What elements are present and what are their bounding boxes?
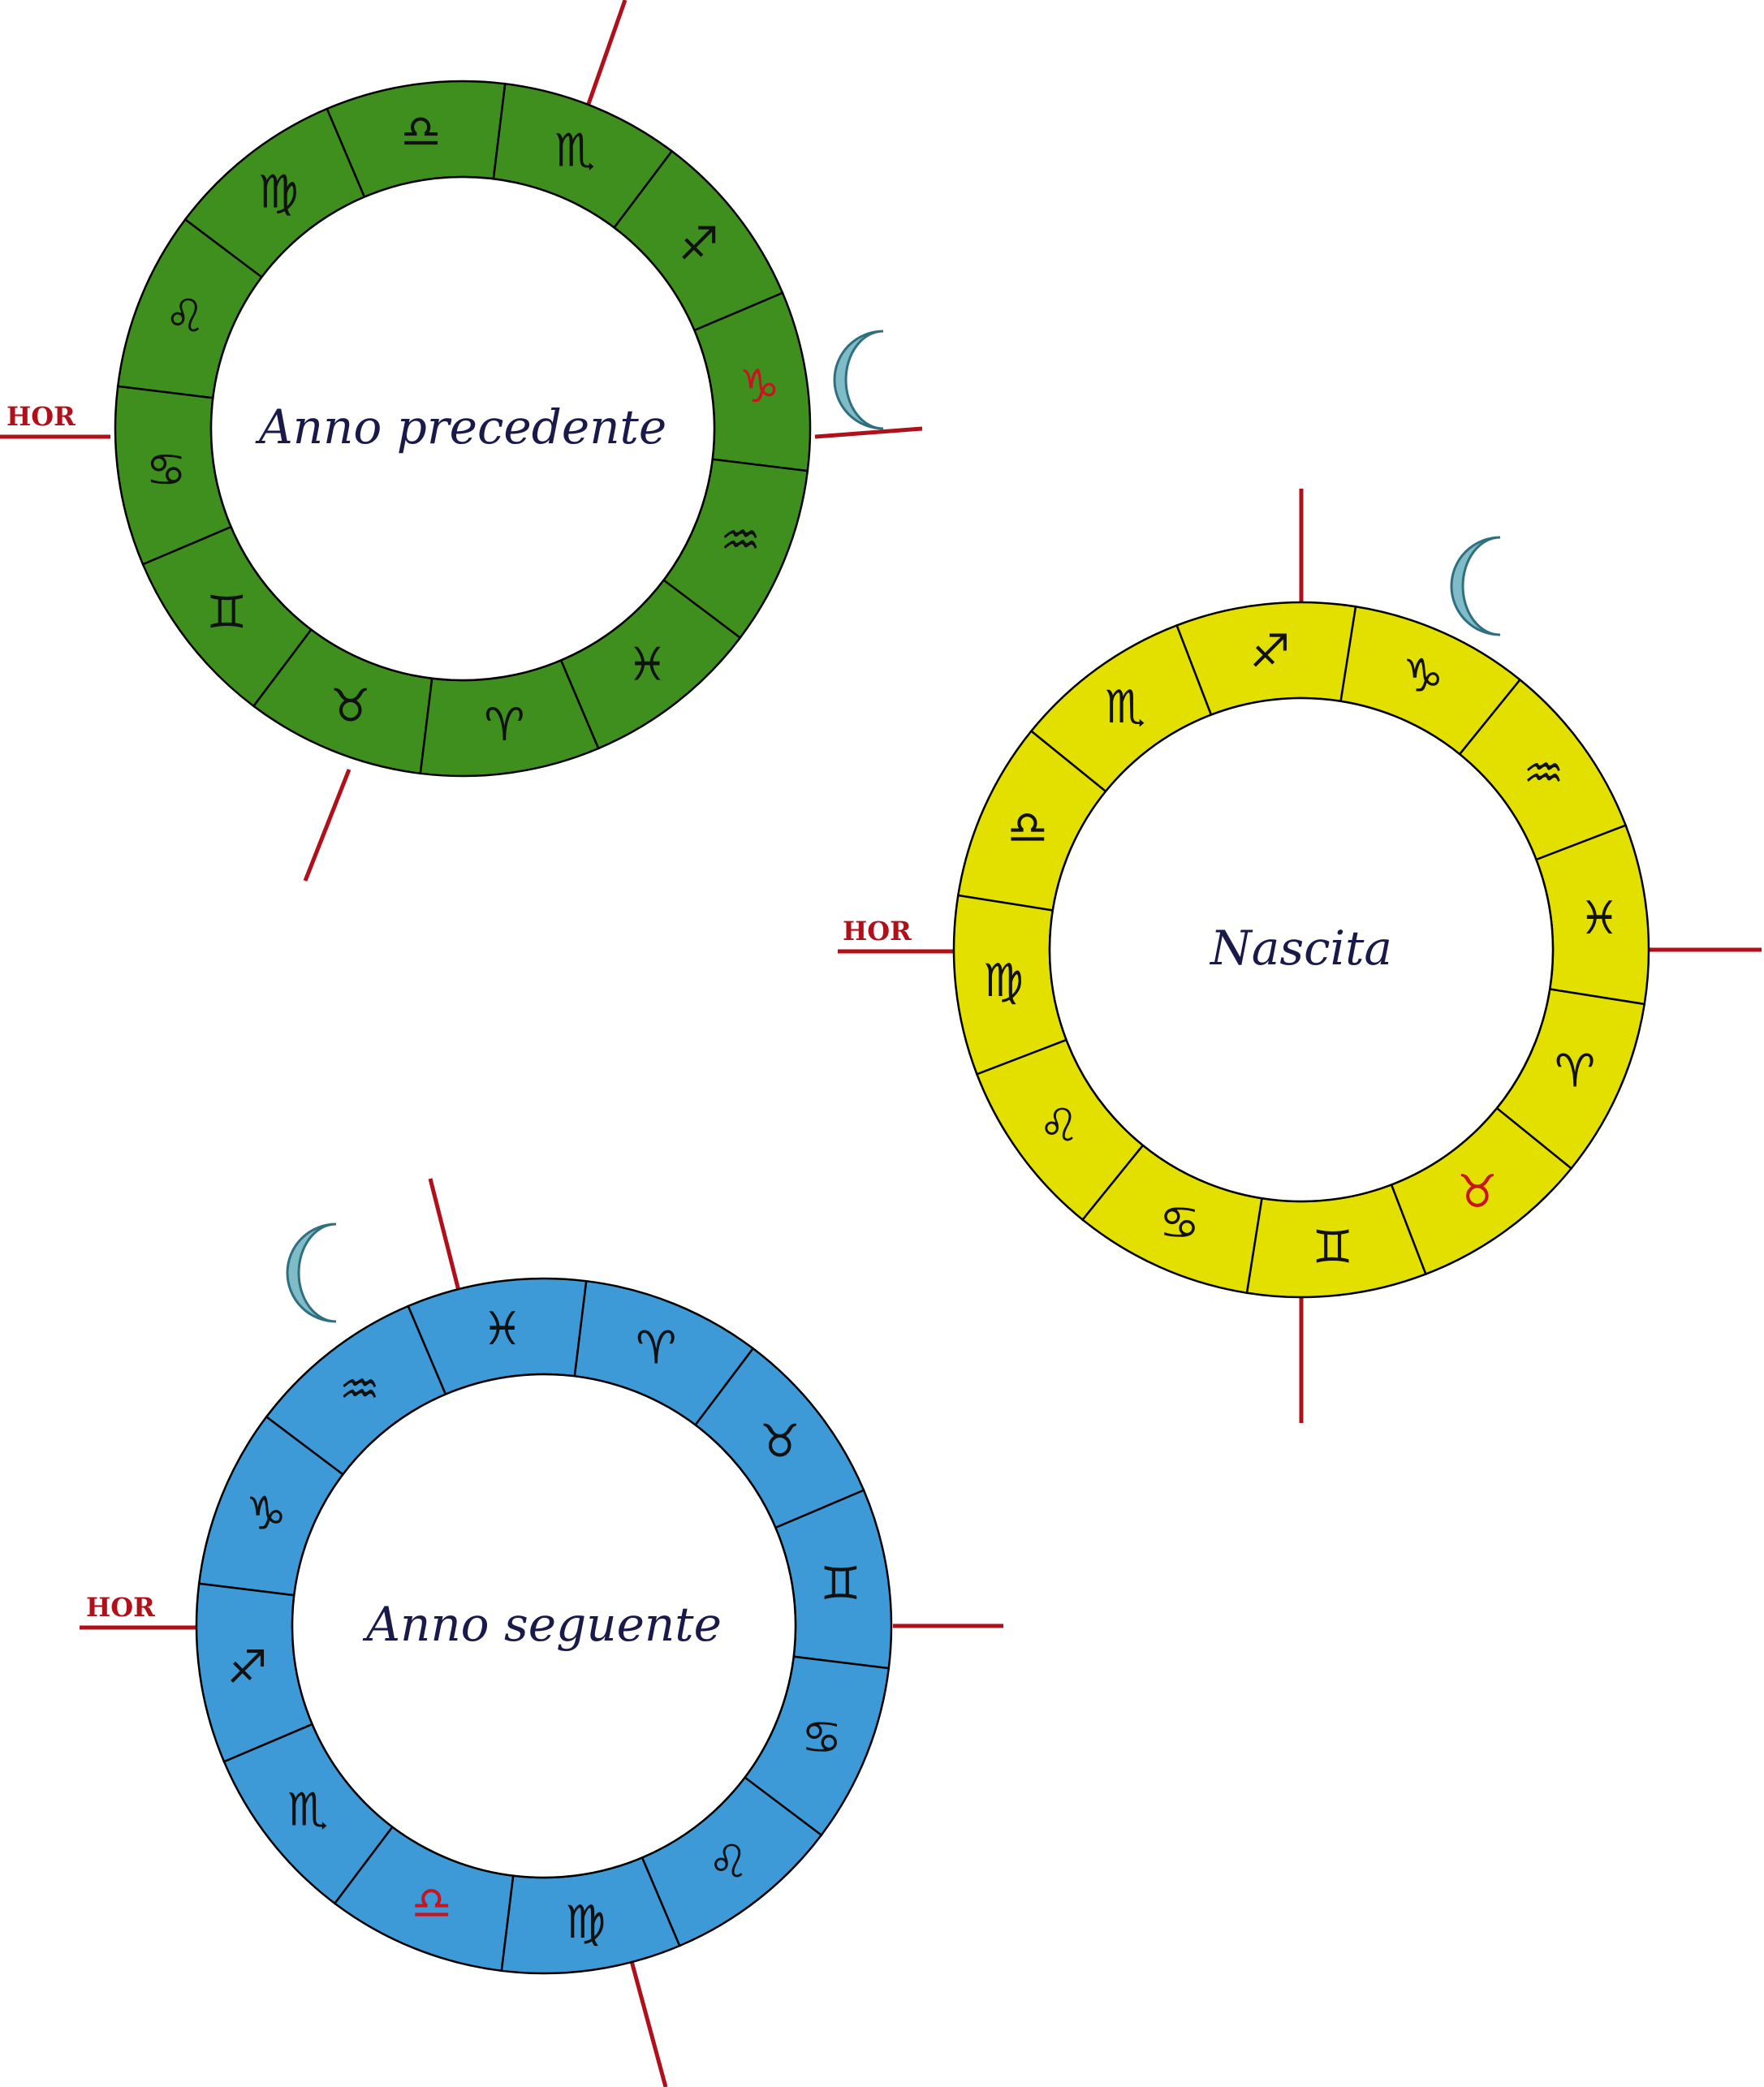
wheel-label: Anno precedente bbox=[255, 399, 666, 455]
zodiac-sign-icon: ♈ bbox=[636, 1322, 676, 1374]
zodiac-sign-icon: ♌ bbox=[1038, 1099, 1079, 1152]
zodiac-sign-icon: ♑ bbox=[739, 360, 779, 413]
zodiac-sign-icon: ♉ bbox=[760, 1415, 800, 1468]
axis-line-upper bbox=[586, 0, 628, 105]
crescent-moon-icon bbox=[1450, 536, 1501, 636]
zodiac-sign-icon: ♓ bbox=[482, 1303, 523, 1356]
wheel-anno-seguente: HOR ♊ ♉ ♈ ♓ ♒ ♑ ♐ ♏ ♎ ♍ ♌ ♋ Anno seguente bbox=[80, 1178, 1003, 2087]
zodiac-sign-icon: ♒ bbox=[720, 515, 761, 567]
hor-label: HOR bbox=[86, 1592, 155, 1623]
zodiac-sign-icon: ♑ bbox=[1403, 649, 1443, 702]
wheel-label: Nascita bbox=[1209, 921, 1392, 976]
zodiac-sign-icon: ♑ bbox=[246, 1487, 287, 1540]
hor-label: HOR bbox=[6, 401, 75, 432]
zodiac-sign-icon: ♎ bbox=[401, 106, 442, 158]
zodiac-sign-icon: ♈ bbox=[1555, 1046, 1595, 1098]
zodiac-sign-icon: ♒ bbox=[1523, 748, 1563, 800]
zodiac-sign-icon: ♒ bbox=[339, 1364, 380, 1416]
zodiac-sign-icon: ♊ bbox=[820, 1558, 860, 1611]
zodiac-sign-icon: ♓ bbox=[1579, 892, 1620, 945]
zodiac-sign-icon: ♏ bbox=[1105, 681, 1145, 734]
wheel-label: Anno seguente bbox=[362, 1597, 722, 1652]
zodiac-sign-icon: ♏ bbox=[287, 1784, 328, 1837]
zodiac-sign-icon: ♌ bbox=[708, 1835, 748, 1888]
axis-line-lower bbox=[629, 1960, 668, 2087]
axis-line-upper bbox=[428, 1178, 461, 1291]
zodiac-sign-icon: ♍ bbox=[258, 166, 299, 219]
zodiac-sign-icon: ♍ bbox=[983, 955, 1024, 1007]
axis-line-lower bbox=[303, 769, 352, 882]
crescent-moon-icon bbox=[833, 330, 884, 430]
hor-label: HOR bbox=[843, 916, 912, 946]
wheel-nascita: HOR ♓ ♒ ♑ ♐ ♏ ♎ ♍ ♌ ♋ ♊ ♉ ♈ Nascita bbox=[838, 489, 1762, 1423]
zodiac-sign-icon: ♊ bbox=[206, 587, 247, 640]
zodiac-sign-icon: ♐ bbox=[226, 1641, 267, 1694]
zodiac-sign-icon: ♉ bbox=[1457, 1166, 1498, 1218]
zodiac-sign-icon: ♐ bbox=[1249, 626, 1290, 679]
zodiac-sign-icon: ♌ bbox=[165, 290, 205, 343]
zodiac-sign-icon: ♊ bbox=[1312, 1221, 1352, 1274]
zodiac-sign-icon: ♎ bbox=[412, 1878, 452, 1930]
zodiac-sign-icon: ♈ bbox=[484, 699, 524, 752]
inner-disc bbox=[291, 1373, 797, 1879]
zodiac-sign-icon: ♍ bbox=[565, 1896, 606, 1949]
zodiac-sign-icon: ♓ bbox=[627, 638, 667, 691]
zodiac-sign-icon: ♋ bbox=[1159, 1197, 1200, 1250]
inner-disc bbox=[1048, 696, 1555, 1203]
wheel-anno-precedente: HOR ♑ ♐ ♏ ♎ ♍ ♌ ♋ ♊ ♉ ♈ ♓ ♒ Anno precedente bbox=[0, 0, 923, 882]
inner-disc bbox=[209, 175, 716, 682]
zodiac-sign-icon: ♎ bbox=[1007, 801, 1048, 854]
zodiac-sign-icon: ♏ bbox=[554, 124, 595, 177]
zodiac-sign-icon: ♋ bbox=[145, 444, 186, 497]
crescent-moon-icon bbox=[286, 1222, 337, 1323]
axis-line-east bbox=[814, 426, 923, 439]
zodiac-sign-icon: ♋ bbox=[801, 1712, 842, 1765]
zodiac-sign-icon: ♉ bbox=[330, 680, 371, 733]
zodiac-sign-icon: ♐ bbox=[679, 218, 719, 270]
